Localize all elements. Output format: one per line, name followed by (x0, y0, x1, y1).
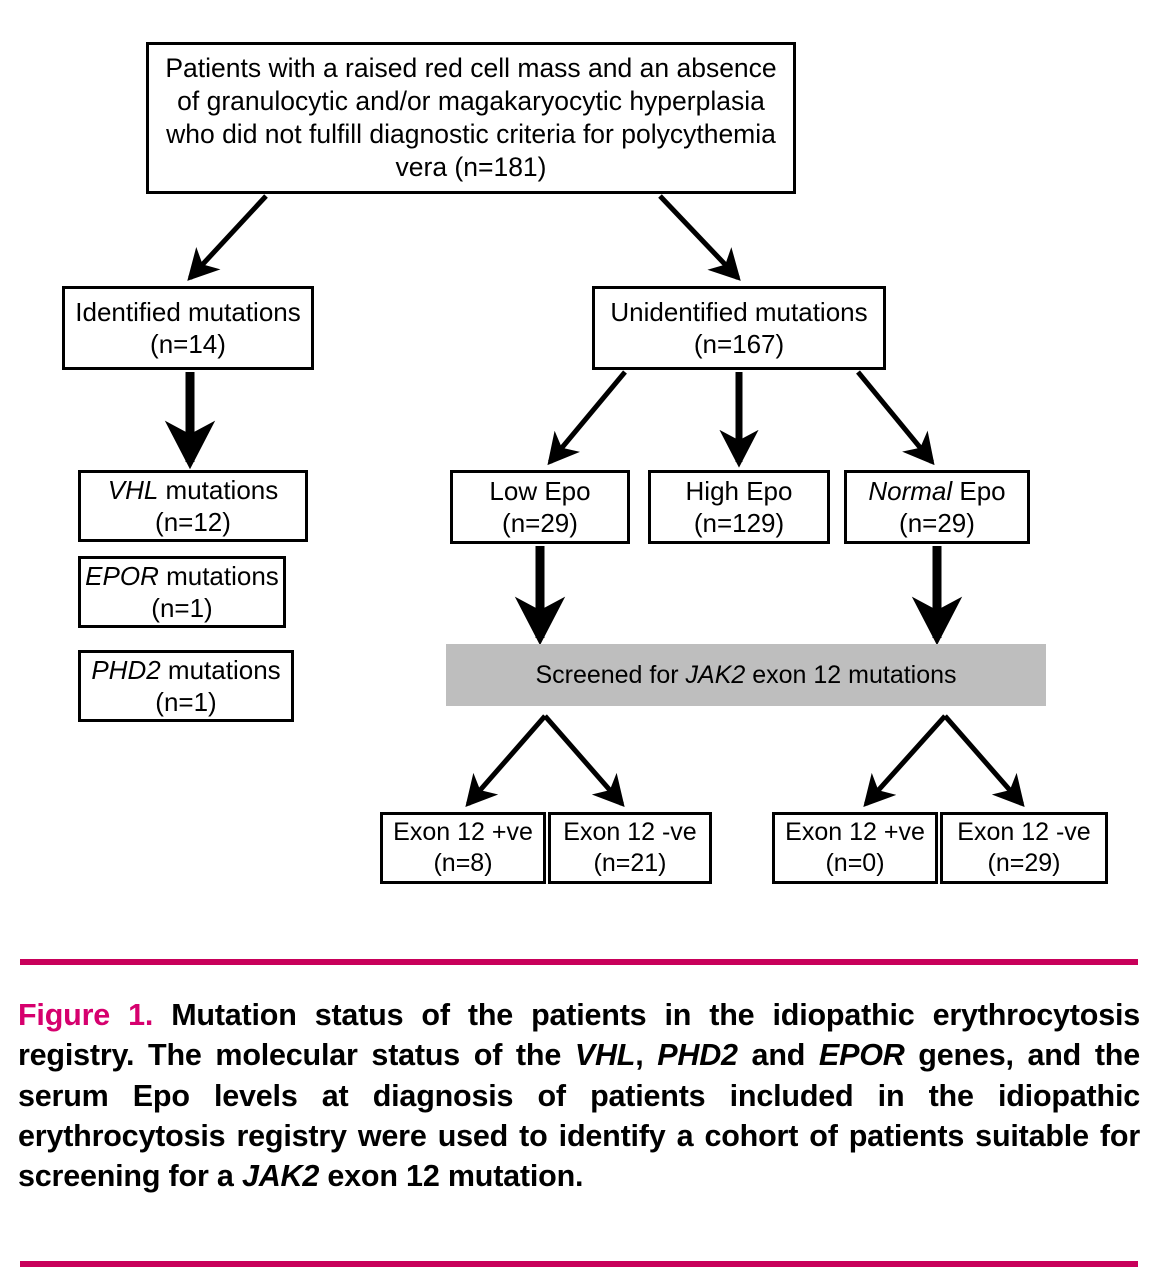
node-vhl-count: (n=12) (155, 507, 231, 537)
caption-run: exon 12 mutation. (319, 1159, 584, 1193)
node-exon12-pos-2-count: (n=0) (825, 849, 885, 877)
node-screened-for-jak2: Screened for JAK2 exon 12 mutations (446, 644, 1046, 706)
node-epor-label-rest: mutations (158, 560, 279, 591)
caption-run: , (635, 1038, 658, 1073)
node-low-epo: Low Epo (n=29) (450, 470, 630, 544)
figure-label: Figure 1. (18, 998, 154, 1032)
gene-name-jak2: JAK2 (685, 660, 746, 689)
node-epor-label: EPOR mutations (85, 560, 279, 592)
node-root-line-4: vera (n=181) (395, 151, 547, 182)
caption-run: and (737, 1038, 819, 1073)
caption-italic-term: VHL (574, 1038, 636, 1073)
caption-run: Mutation status of the patients in the i… (18, 998, 1140, 1073)
node-exon12-neg-1-count: (n=21) (593, 849, 667, 877)
node-exon12-positive-normal-epo: Exon 12 +ve (n=0) (772, 812, 938, 884)
node-root-line-3: who did not fulfill diagnostic criteria … (166, 119, 776, 149)
node-patients-root: Patients with a raised red cell mass and… (146, 42, 796, 194)
arrow-root-to-identified (187, 194, 268, 281)
gene-name-vhl: VHL (107, 474, 159, 505)
node-exon12-pos-2-label: Exon 12 +ve (785, 818, 925, 846)
node-exon12-pos-1-label: Exon 12 +ve (393, 818, 533, 846)
node-low-epo-count: (n=29) (502, 508, 578, 538)
node-normal-epo-word: Normal (868, 475, 953, 506)
arrow-screened-to-exon-neg-1 (543, 714, 625, 808)
figure-flowchart: Patients with a raised red cell mass and… (62, 42, 1108, 884)
caption-italic-term: EPOR (818, 1038, 905, 1073)
node-normal-epo-rest: Epo (952, 475, 1006, 506)
node-normal-epo-label: Normal Epo (868, 475, 1005, 507)
arrow-unidentified-to-normal-epo (856, 370, 935, 466)
caption-rule-top (20, 959, 1138, 965)
caption-italic-term: PHD2 (657, 1038, 738, 1073)
node-identified-mutations: Identified mutations (n=14) (62, 286, 314, 370)
figure-caption-block: Figure 1. Mutation status of the patient… (0, 945, 1158, 1267)
caption-run: genes, and the serum Epo levels at diagn… (18, 1038, 1140, 1193)
node-exon12-neg-1-label: Exon 12 -ve (563, 818, 697, 846)
node-high-epo-label: High Epo (685, 475, 793, 506)
node-vhl-label-rest: mutations (158, 474, 279, 505)
node-identified-count: (n=14) (150, 329, 226, 359)
node-vhl-mutations: VHL mutations (n=12) (78, 470, 308, 542)
node-exon12-pos-1-count: (n=8) (433, 849, 493, 877)
node-low-epo-label: Low Epo (489, 475, 591, 506)
node-exon12-negative-low-epo: Exon 12 -ve (n=21) (548, 812, 712, 884)
gene-name-phd2: PHD2 (91, 654, 161, 685)
node-phd2-label: PHD2 mutations (91, 654, 280, 686)
node-exon12-neg-2-count: (n=29) (987, 849, 1061, 877)
node-exon12-positive-low-epo: Exon 12 +ve (n=8) (380, 812, 546, 884)
node-root-line-1: Patients with a raised red cell mass and… (165, 53, 777, 84)
node-unidentified-mutations: Unidentified mutations (n=167) (592, 286, 886, 370)
node-phd2-label-rest: mutations (160, 654, 281, 685)
arrow-screened-to-exon-neg-2 (943, 714, 1025, 808)
figure-caption-body: Mutation status of the patients in the i… (18, 998, 1140, 1193)
node-normal-epo-count: (n=29) (899, 508, 975, 538)
node-exon12-neg-2-label: Exon 12 -ve (957, 818, 1091, 846)
arrow-screened-to-exon-pos-2 (863, 714, 947, 807)
node-vhl-label: VHL mutations (108, 474, 279, 506)
node-identified-label: Identified mutations (75, 296, 301, 327)
node-phd2-count: (n=1) (155, 687, 217, 717)
node-screened-post: exon 12 mutations (745, 660, 957, 689)
node-high-epo: High Epo (n=129) (648, 470, 830, 544)
node-epor-mutations: EPOR mutations (n=1) (78, 556, 286, 628)
node-screened-label: Screened for JAK2 exon 12 mutations (535, 660, 956, 691)
gene-name-epor: EPOR (85, 560, 159, 591)
node-normal-epo: Normal Epo (n=29) (844, 470, 1030, 544)
caption-rule-bottom (20, 1261, 1138, 1267)
arrow-unidentified-to-low-epo (547, 370, 627, 466)
node-root-line-2: of granulocytic and/or magakaryocytic hy… (177, 86, 765, 117)
node-exon12-negative-normal-epo: Exon 12 -ve (n=29) (940, 812, 1108, 884)
node-screened-pre: Screened for (535, 660, 686, 689)
node-unidentified-count: (n=167) (693, 329, 785, 359)
node-epor-count: (n=1) (151, 593, 213, 623)
figure-caption-text: Figure 1. Mutation status of the patient… (18, 995, 1140, 1196)
node-unidentified-label: Unidentified mutations (610, 296, 868, 327)
caption-italic-term: JAK2 (241, 1159, 320, 1193)
node-phd2-mutations: PHD2 mutations (n=1) (78, 650, 294, 722)
node-high-epo-count: (n=129) (693, 508, 785, 538)
arrow-root-to-unidentified (658, 194, 741, 281)
arrow-screened-to-exon-pos-1 (465, 714, 547, 808)
